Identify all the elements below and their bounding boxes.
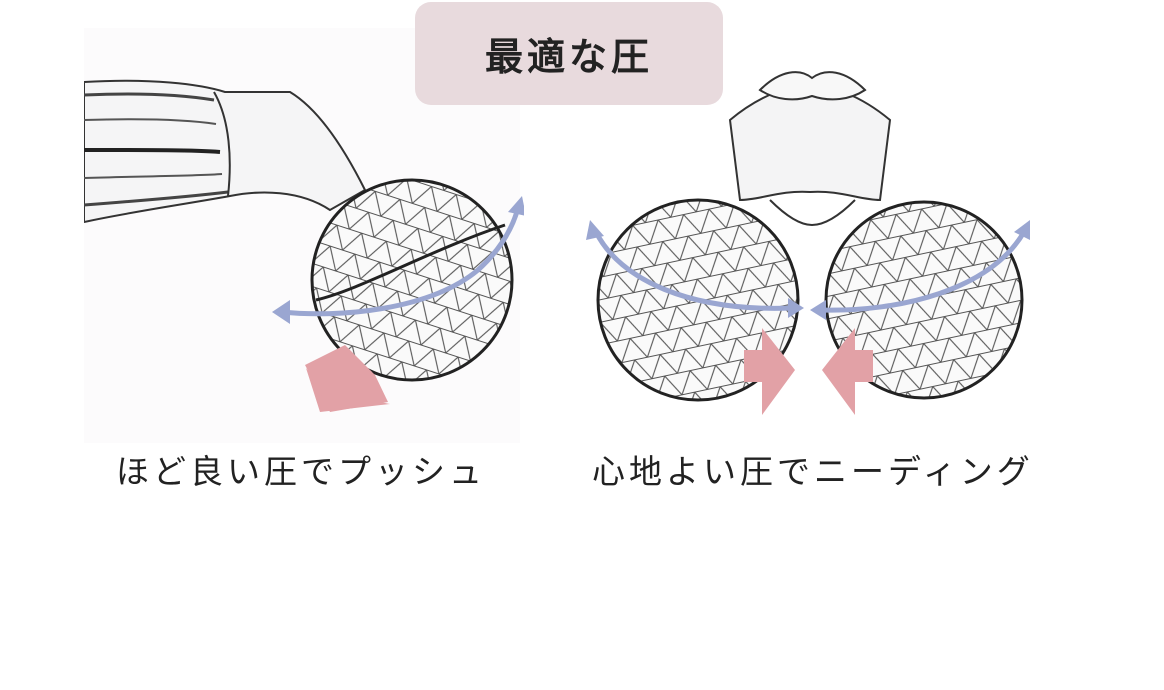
page-title: 最適な圧 bbox=[484, 35, 653, 79]
rotation-arrow-left bbox=[586, 220, 804, 318]
roller-ball bbox=[310, 178, 514, 382]
rotation-arrow bbox=[272, 196, 524, 324]
kneading-caption: 心地よい圧でニーディング bbox=[592, 452, 1034, 491]
squeeze-arrow-left bbox=[744, 328, 795, 415]
kneading-roller-illustration bbox=[586, 71, 1030, 415]
title-badge: 最適な圧 bbox=[415, 2, 723, 105]
push-caption: ほど良い圧でプッシュ bbox=[116, 452, 486, 491]
push-roller-illustration bbox=[84, 79, 524, 412]
roller-frame bbox=[728, 71, 892, 227]
squeeze-arrow-right bbox=[822, 328, 873, 415]
rotation-arrow-right bbox=[810, 220, 1030, 320]
roller-handle bbox=[84, 79, 367, 224]
push-arrow bbox=[305, 345, 390, 412]
